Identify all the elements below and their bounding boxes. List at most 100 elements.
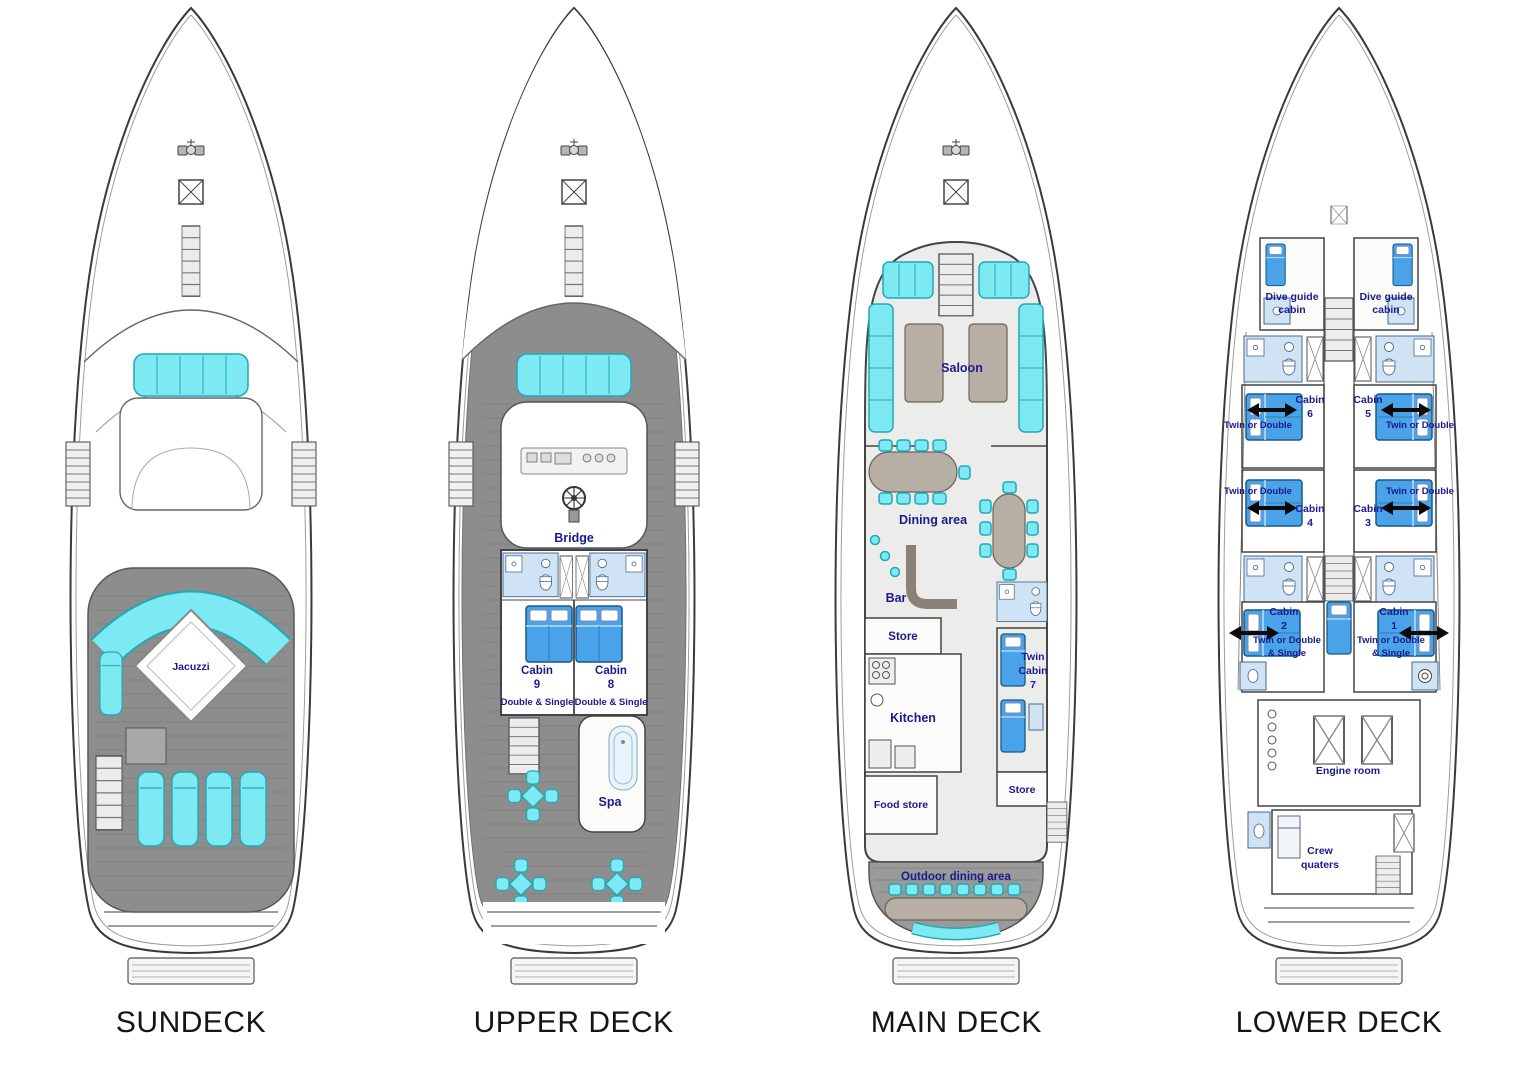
wardrobe xyxy=(559,555,573,599)
cabin8-label: Cabin xyxy=(595,665,627,677)
dive-cabin-label-2: cabin xyxy=(1372,304,1399,316)
deck-figure-sundeck: Jacuzzi SUNDECK xyxy=(0,0,382,1040)
bathroom xyxy=(1243,335,1303,383)
cabin7-label-2: Cabin xyxy=(1019,665,1048,677)
stern-bench xyxy=(911,923,1001,939)
cabin2-label: Cabin xyxy=(1269,606,1298,618)
swim-platform xyxy=(1275,957,1403,985)
dive-cabin-label-1: Dive guide xyxy=(1359,291,1412,303)
swim-platform xyxy=(892,957,1020,985)
kitchen-label: Kitchen xyxy=(890,711,936,725)
front-curve xyxy=(83,309,299,363)
cabin5-type: Twin or Double xyxy=(1386,420,1454,431)
front-curve xyxy=(461,302,687,361)
bathroom xyxy=(1375,555,1435,603)
cabin-6: Cabin 6 Twin or Double xyxy=(1224,384,1325,469)
deck-figure-lower: Dive guide cabin Dive guide cabin Cabin xyxy=(1148,0,1530,1040)
bow-ladder xyxy=(563,225,584,297)
port-side-stairs xyxy=(65,441,91,507)
cabin8-number: 8 xyxy=(607,679,614,691)
dive-guide-cabin-port: Dive guide cabin xyxy=(1259,237,1325,331)
cabin6-number: 6 xyxy=(1307,408,1313,420)
deck-name-lower: LOWER DECK xyxy=(1235,1006,1443,1039)
bow-ladder xyxy=(181,225,201,297)
cabin4-type: Twin or Double xyxy=(1224,486,1292,497)
cabin-3: Twin or Double Cabin 3 xyxy=(1353,469,1454,553)
sun-lounger xyxy=(137,771,165,847)
starboard-side-stairs xyxy=(674,441,700,507)
cabin-2: Cabin 2 Twin or Double & Single xyxy=(1228,601,1325,693)
store-mid: Store xyxy=(864,617,943,655)
cabin3-number: 3 xyxy=(1365,517,1371,529)
cabin3-type: Twin or Double xyxy=(1386,486,1454,497)
bridge-label: Bridge xyxy=(554,531,594,545)
cabin1-label: Cabin xyxy=(1379,606,1408,618)
crew-stairs xyxy=(1375,855,1401,895)
mid-stairs xyxy=(508,717,540,775)
engine-room-label: Engine room xyxy=(1316,765,1380,777)
cabin9-double-bed xyxy=(524,605,573,663)
crew-label-1: Crew xyxy=(1307,845,1334,857)
wc-unit xyxy=(1239,661,1267,691)
cabin7-label-3: 7 xyxy=(1030,679,1036,691)
outdoor-dining: Outdoor dining area xyxy=(884,871,1028,941)
cabin2-type-1: Twin or Double xyxy=(1253,635,1321,646)
cabin9-bathroom xyxy=(502,552,559,598)
crew-quarters: Crew quaters xyxy=(1271,809,1415,895)
wardrobe xyxy=(1306,336,1324,382)
bar-stool xyxy=(890,566,901,578)
coffee-table xyxy=(968,323,1008,403)
stove xyxy=(868,657,896,685)
dining-table xyxy=(868,451,958,493)
deck-name-main: MAIN DECK xyxy=(870,1006,1042,1039)
cabin8-bathroom xyxy=(589,552,646,598)
cabin9-number: 9 xyxy=(533,679,539,691)
store-label: Store xyxy=(889,631,918,643)
cabin9-type: Double & Single xyxy=(500,697,573,708)
mid-stairs xyxy=(1324,555,1354,602)
spa-room: Spa xyxy=(577,715,646,833)
bow-hatch xyxy=(943,179,970,205)
main-deck-plan: Saloon xyxy=(834,7,1078,985)
kitchen: Kitchen xyxy=(864,653,963,773)
outdoor-table xyxy=(884,897,1028,921)
cabin1-number: 1 xyxy=(1391,620,1397,632)
cabin2-type-2: & Single xyxy=(1268,648,1306,659)
cabin-4: Twin or Double Cabin 4 xyxy=(1224,469,1325,553)
deckhouse-detail xyxy=(131,447,251,511)
cabin7-bathroom xyxy=(996,581,1048,622)
crew-label-2: quaters xyxy=(1301,859,1339,871)
sun-lounger xyxy=(205,771,233,847)
stern-lines xyxy=(104,911,278,927)
counter xyxy=(868,739,892,769)
sun-lounger xyxy=(239,771,267,847)
cabin6-bed xyxy=(1245,393,1303,441)
cabin7-twin-bed xyxy=(1000,699,1026,753)
cabin1-type-2: & Single xyxy=(1372,648,1410,659)
stern-lines xyxy=(1263,907,1414,923)
stern-lines xyxy=(486,911,661,927)
dive-guide-cabin-starboard: Dive guide cabin xyxy=(1353,237,1419,331)
ships-wheel-icon xyxy=(561,486,586,523)
guest-cabins: Cabin 9 Double & Single Cabin 8 Double &… xyxy=(499,549,648,716)
engine-block xyxy=(1361,715,1393,765)
cabin8-type: Double & Single xyxy=(574,697,647,708)
bow-hatch xyxy=(560,179,587,205)
counter xyxy=(894,745,916,769)
sink xyxy=(870,693,884,707)
bar-stool xyxy=(880,550,891,562)
store-aft: Store xyxy=(996,771,1049,807)
port-side-stairs xyxy=(448,441,474,507)
bar-label: Bar xyxy=(886,591,907,605)
wardrobe xyxy=(1306,556,1324,602)
bridge: Bridge xyxy=(499,401,648,549)
companionway-stairs xyxy=(1324,297,1354,362)
outdoor-dining-label: Outdoor dining area xyxy=(901,871,1011,883)
saloon: Saloon xyxy=(868,253,1045,433)
cabin9-label: Cabin xyxy=(521,665,553,677)
saloon-sofa-starboard xyxy=(1018,303,1045,433)
crew-bunk xyxy=(1277,815,1301,859)
wardrobe xyxy=(1354,556,1372,602)
deck-name-upper: UPPER DECK xyxy=(473,1006,674,1039)
engine-room: Engine room xyxy=(1257,699,1421,807)
